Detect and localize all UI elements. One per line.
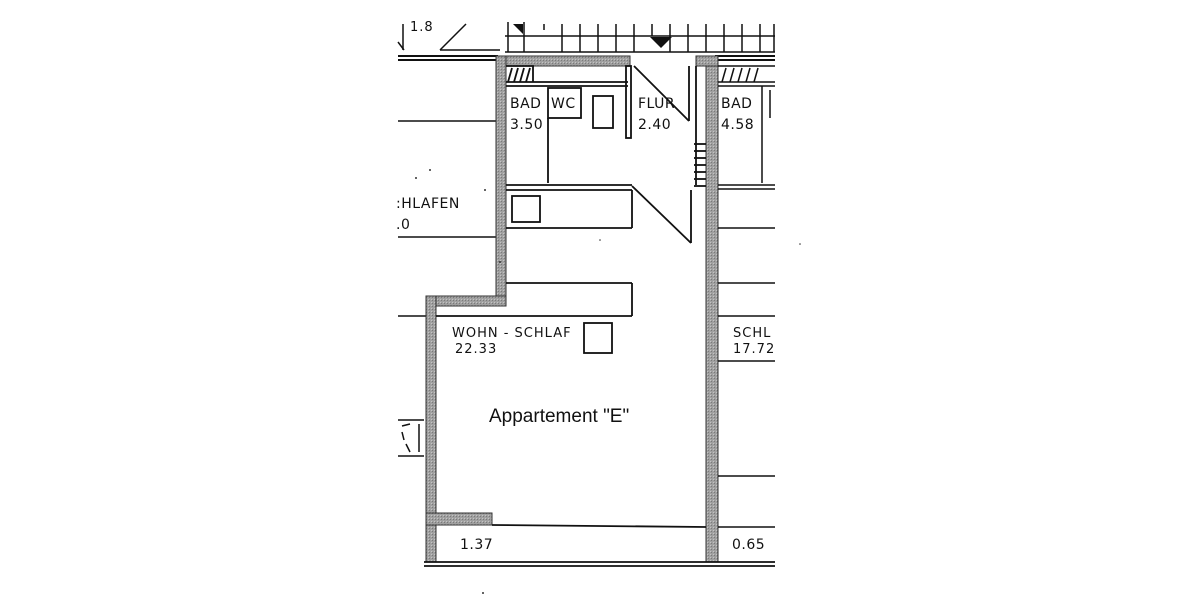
neighbour-lines [718,65,775,528]
room-name: BAD [510,96,542,112]
room-area: .0 [396,217,411,233]
interior-lines [424,65,775,567]
arrow-marker [650,37,672,48]
arrow-marker [513,24,523,34]
scan-artifacts [415,169,801,594]
room-area: 17.72 [733,342,776,357]
room-name: FLUR [638,96,676,112]
room-name: BAD [721,96,753,112]
room-area: 2.40 [638,117,672,133]
room-name: WOHN - SCHLAF [452,326,572,341]
balcony-right-area: 0.65 [732,537,766,553]
balcony-left-area: 1.37 [460,537,494,553]
dimension-ruler [505,22,775,53]
room-area: 22.33 [455,342,498,357]
room-area: 3.50 [510,117,544,133]
apartment-title: Appartement "E" [489,406,630,427]
walls [425,55,719,563]
room-area: 4.58 [721,117,755,133]
top-dimension-label: 1.8 [410,20,434,35]
dimension-mark [397,23,500,51]
window-symbol [398,419,424,457]
room-name: SCHL [733,326,772,341]
room-name: :HLAFEN [396,196,460,212]
room-name: WC [551,96,576,112]
